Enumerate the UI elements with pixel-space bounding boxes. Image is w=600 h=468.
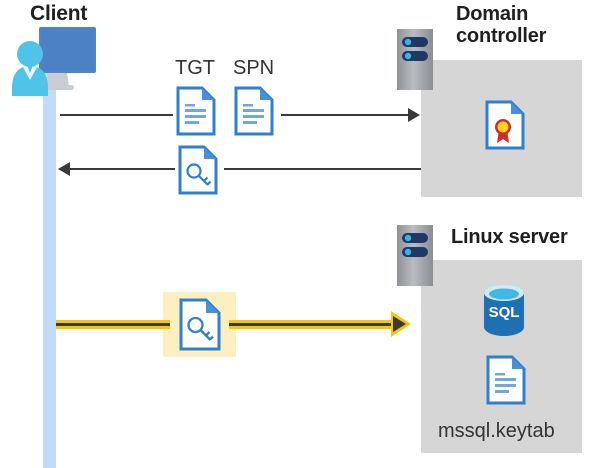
svg-text:SQL: SQL (489, 304, 520, 321)
label-keytab-file: mssql.keytab (438, 420, 555, 442)
key-document-icon-presented-ticket (179, 298, 221, 351)
flow-yellow-line-left (56, 320, 170, 329)
flow-yellow-arrowhead-inner (393, 316, 406, 332)
flow-yellow-line-right (229, 320, 395, 329)
flow-response-line-right (224, 168, 421, 170)
server-rack-icon-domain-controller (397, 29, 433, 90)
certificate-document-icon (485, 100, 525, 150)
flow-request-line-right (281, 114, 409, 116)
flow-response-arrowhead (58, 162, 70, 176)
label-spn: SPN (233, 57, 275, 79)
label-tgt: TGT (175, 57, 215, 79)
page-title-client: Client (30, 2, 88, 25)
server-rack-icon-linux-server (397, 225, 433, 286)
client-computer-icon (6, 24, 98, 96)
flow-request-arrowhead (408, 108, 420, 122)
document-icon-spn (234, 86, 274, 136)
sql-database-icon: SQL (481, 283, 527, 337)
key-document-icon-service-ticket (178, 145, 218, 195)
page-title-linux-server: Linux server (451, 226, 568, 248)
document-icon-tgt (176, 86, 216, 136)
document-icon-keytab (486, 355, 526, 405)
client-lifeline (43, 68, 56, 468)
flow-request-line-left (60, 114, 173, 116)
flow-response-line-left (70, 168, 175, 170)
